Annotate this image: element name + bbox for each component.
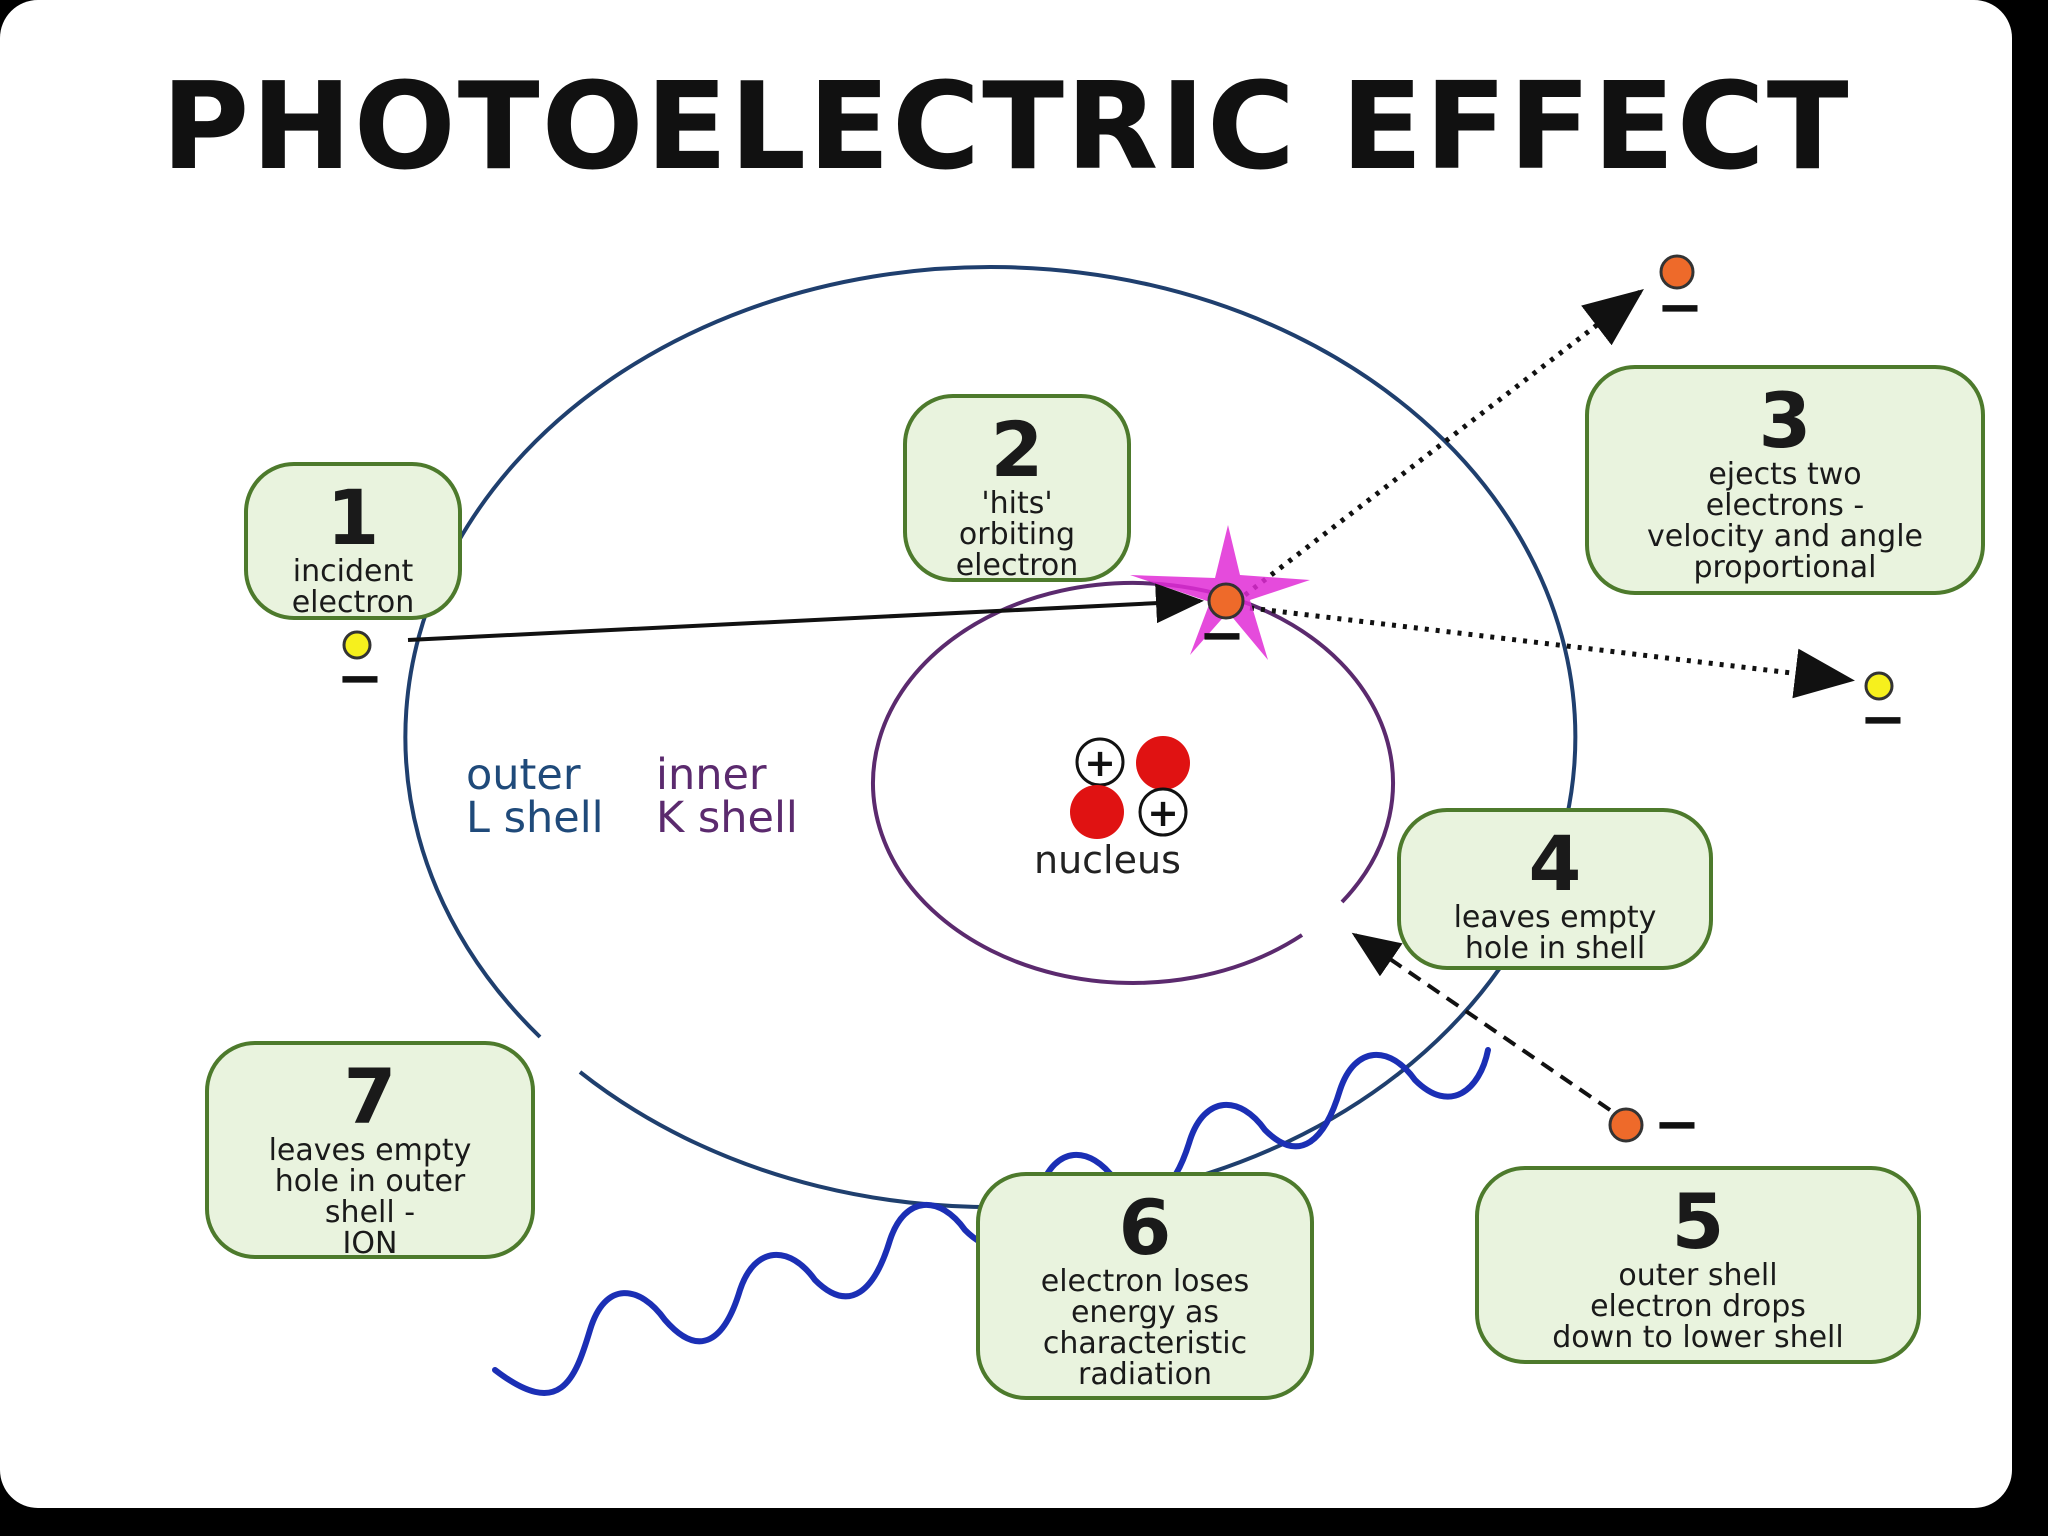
step-7-text: leaves empty hole in outer shell - ION [268, 1133, 472, 1261]
step-1-box: 1 incident electron [244, 462, 462, 620]
orbiting-electron [1207, 582, 1245, 620]
inner-shell-label: inner K shell [656, 750, 798, 843]
incident-electron [342, 630, 372, 660]
diagram-card: PHOTOELECTRIC EFFECT [0, 0, 2012, 1508]
step-6-number: 6 [1118, 1183, 1172, 1272]
neutron-2 [1070, 785, 1124, 839]
step-2-box: 2 'hits' orbiting electron [903, 394, 1131, 582]
step-3-text: ejects two electrons - velocity and angl… [1647, 457, 1923, 585]
ejected-path-right [1249, 605, 1855, 699]
step-1-text: incident electron [291, 554, 415, 620]
dropping-electron [1608, 1107, 1644, 1143]
step-3-number: 3 [1758, 376, 1812, 465]
ejected-electron-upper [1659, 254, 1695, 290]
step-2-number: 2 [990, 405, 1044, 494]
step-4-box: 4 leaves empty hole in shell [1397, 808, 1713, 970]
step-5-number: 5 [1671, 1177, 1725, 1266]
drop-path-arrow [1351, 932, 1612, 1112]
charge-plus-2: + [1147, 791, 1179, 835]
charge-minus-ejected-right: − [1860, 687, 1907, 752]
outer-shell-label: outer L shell [466, 750, 604, 843]
step-6-text: electron loses energy as characteristic … [1040, 1264, 1250, 1392]
neutron-1 [1136, 736, 1190, 790]
inner-k-shell [871, 580, 1395, 985]
charge-plus-1: + [1084, 741, 1116, 785]
charge-minus-dropping: − [1654, 1092, 1701, 1157]
step-4-number: 4 [1528, 819, 1582, 908]
step-7-box: 7 leaves empty hole in outer shell - ION [205, 1041, 535, 1259]
step-1-number: 1 [326, 473, 380, 562]
step-3-box: 3 ejects two electrons - velocity and an… [1585, 365, 1985, 595]
charge-minus-orbiting: − [1199, 603, 1246, 668]
nucleus-label: nucleus [1034, 838, 1181, 882]
step-6-box: 6 electron loses energy as characteristi… [976, 1172, 1314, 1400]
atom-diagram: − − − − − + + [337, 254, 1907, 1396]
ejected-path-upper [1243, 288, 1644, 597]
nucleus [1070, 736, 1190, 839]
step-2-text: 'hits' orbiting electron [955, 486, 1079, 583]
step-7-number: 7 [343, 1052, 397, 1141]
charge-minus-ejected-upper: − [1657, 275, 1704, 340]
proton-1 [1075, 737, 1125, 787]
step-5-box: 5 outer shell electron drops down to low… [1475, 1166, 1921, 1364]
proton-2 [1138, 787, 1188, 837]
incident-path-arrow [407, 583, 1204, 642]
ejected-electron-right [1864, 671, 1894, 701]
step-5-text: outer shell electron drops down to lower… [1552, 1258, 1844, 1355]
page-title: PHOTOELECTRIC EFFECT [161, 58, 1851, 197]
charge-minus-incident: − [337, 646, 384, 711]
step-4-text: leaves empty hole in shell [1453, 900, 1657, 966]
